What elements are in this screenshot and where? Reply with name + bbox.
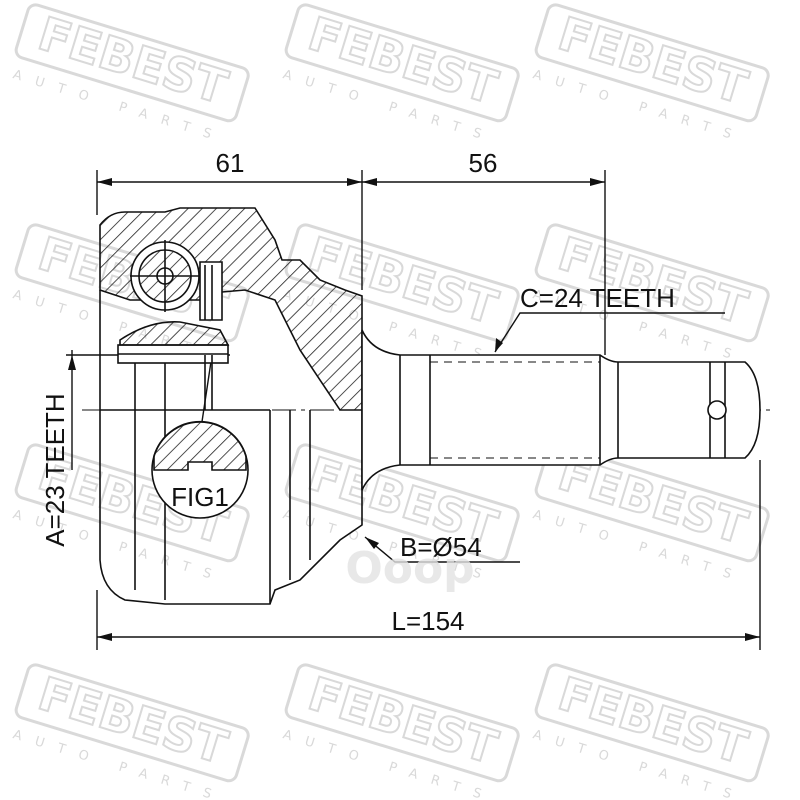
cv-shaft — [361, 329, 761, 491]
fig1-detail — [151, 420, 249, 519]
secondary-watermark: Ooop — [345, 543, 474, 594]
cv-housing — [99, 207, 363, 605]
dimension-arrows — [68, 178, 760, 641]
watermark-brand: FEBEST — [32, 666, 234, 774]
figure-label: FIG1 — [171, 482, 229, 512]
dimension-56: 56 — [469, 148, 498, 178]
dimension-total-length: L=154 — [391, 606, 464, 636]
watermark-brand: FEBEST — [32, 6, 234, 114]
watermark-brand: FEBEST — [302, 666, 504, 774]
spline-inner-teeth: A=23 TEETH — [40, 393, 70, 546]
spline-outer-teeth: C=24 TEETH — [520, 283, 675, 313]
diameter-label: B=Ø54 — [400, 532, 482, 562]
watermark-brand: FEBEST — [552, 226, 754, 334]
watermark-brand: FEBEST — [552, 6, 754, 114]
watermark-brand: FEBEST — [302, 6, 504, 114]
watermark-brand: FEBEST — [552, 666, 754, 774]
dimension-61: 61 — [216, 148, 245, 178]
